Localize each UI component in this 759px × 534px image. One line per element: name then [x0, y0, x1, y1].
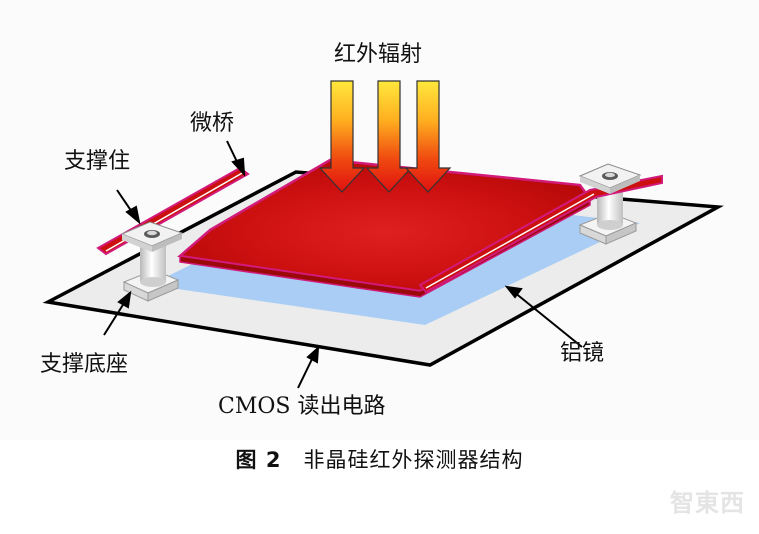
label-infrared-radiation: 红外辐射 [334, 42, 422, 67]
leader-lines [103, 140, 583, 389]
microbolometer-diagram: 红外辐射 微桥 支撑住 支撑底座 CMOS 读出电路 铝镜 [40, 42, 724, 419]
membrane-edge [179, 197, 591, 298]
figure-title: 非晶硅红外探测器结构 [303, 448, 524, 472]
infrared-arrows [318, 80, 452, 193]
label-cmos-readout: CMOS 读出电路 [218, 394, 385, 419]
label-support-base: 支撑底座 [40, 352, 128, 377]
infrared-arrow-2 [365, 80, 413, 193]
support-post-left [140, 246, 166, 287]
post-pad-left [120, 221, 184, 252]
leader-support-base [103, 299, 127, 336]
leader-mirror [513, 291, 583, 348]
figure-caption: 图 2 非晶硅红外探测器结构 [0, 444, 759, 474]
label-aluminum-mirror: 铝镜 [560, 341, 604, 366]
infrared-arrow-3 [404, 80, 452, 193]
label-microbridge: 微桥 [190, 111, 234, 136]
infrared-arrow-1 [318, 80, 366, 193]
label-support-post: 支撑住 [64, 149, 130, 174]
figure-number: 图 2 [235, 448, 282, 472]
leader-cmos [297, 354, 315, 389]
microbridge-leg-right [418, 174, 663, 294]
post-pad-right [578, 163, 642, 194]
watermark-logo: 智東西 [670, 489, 745, 517]
